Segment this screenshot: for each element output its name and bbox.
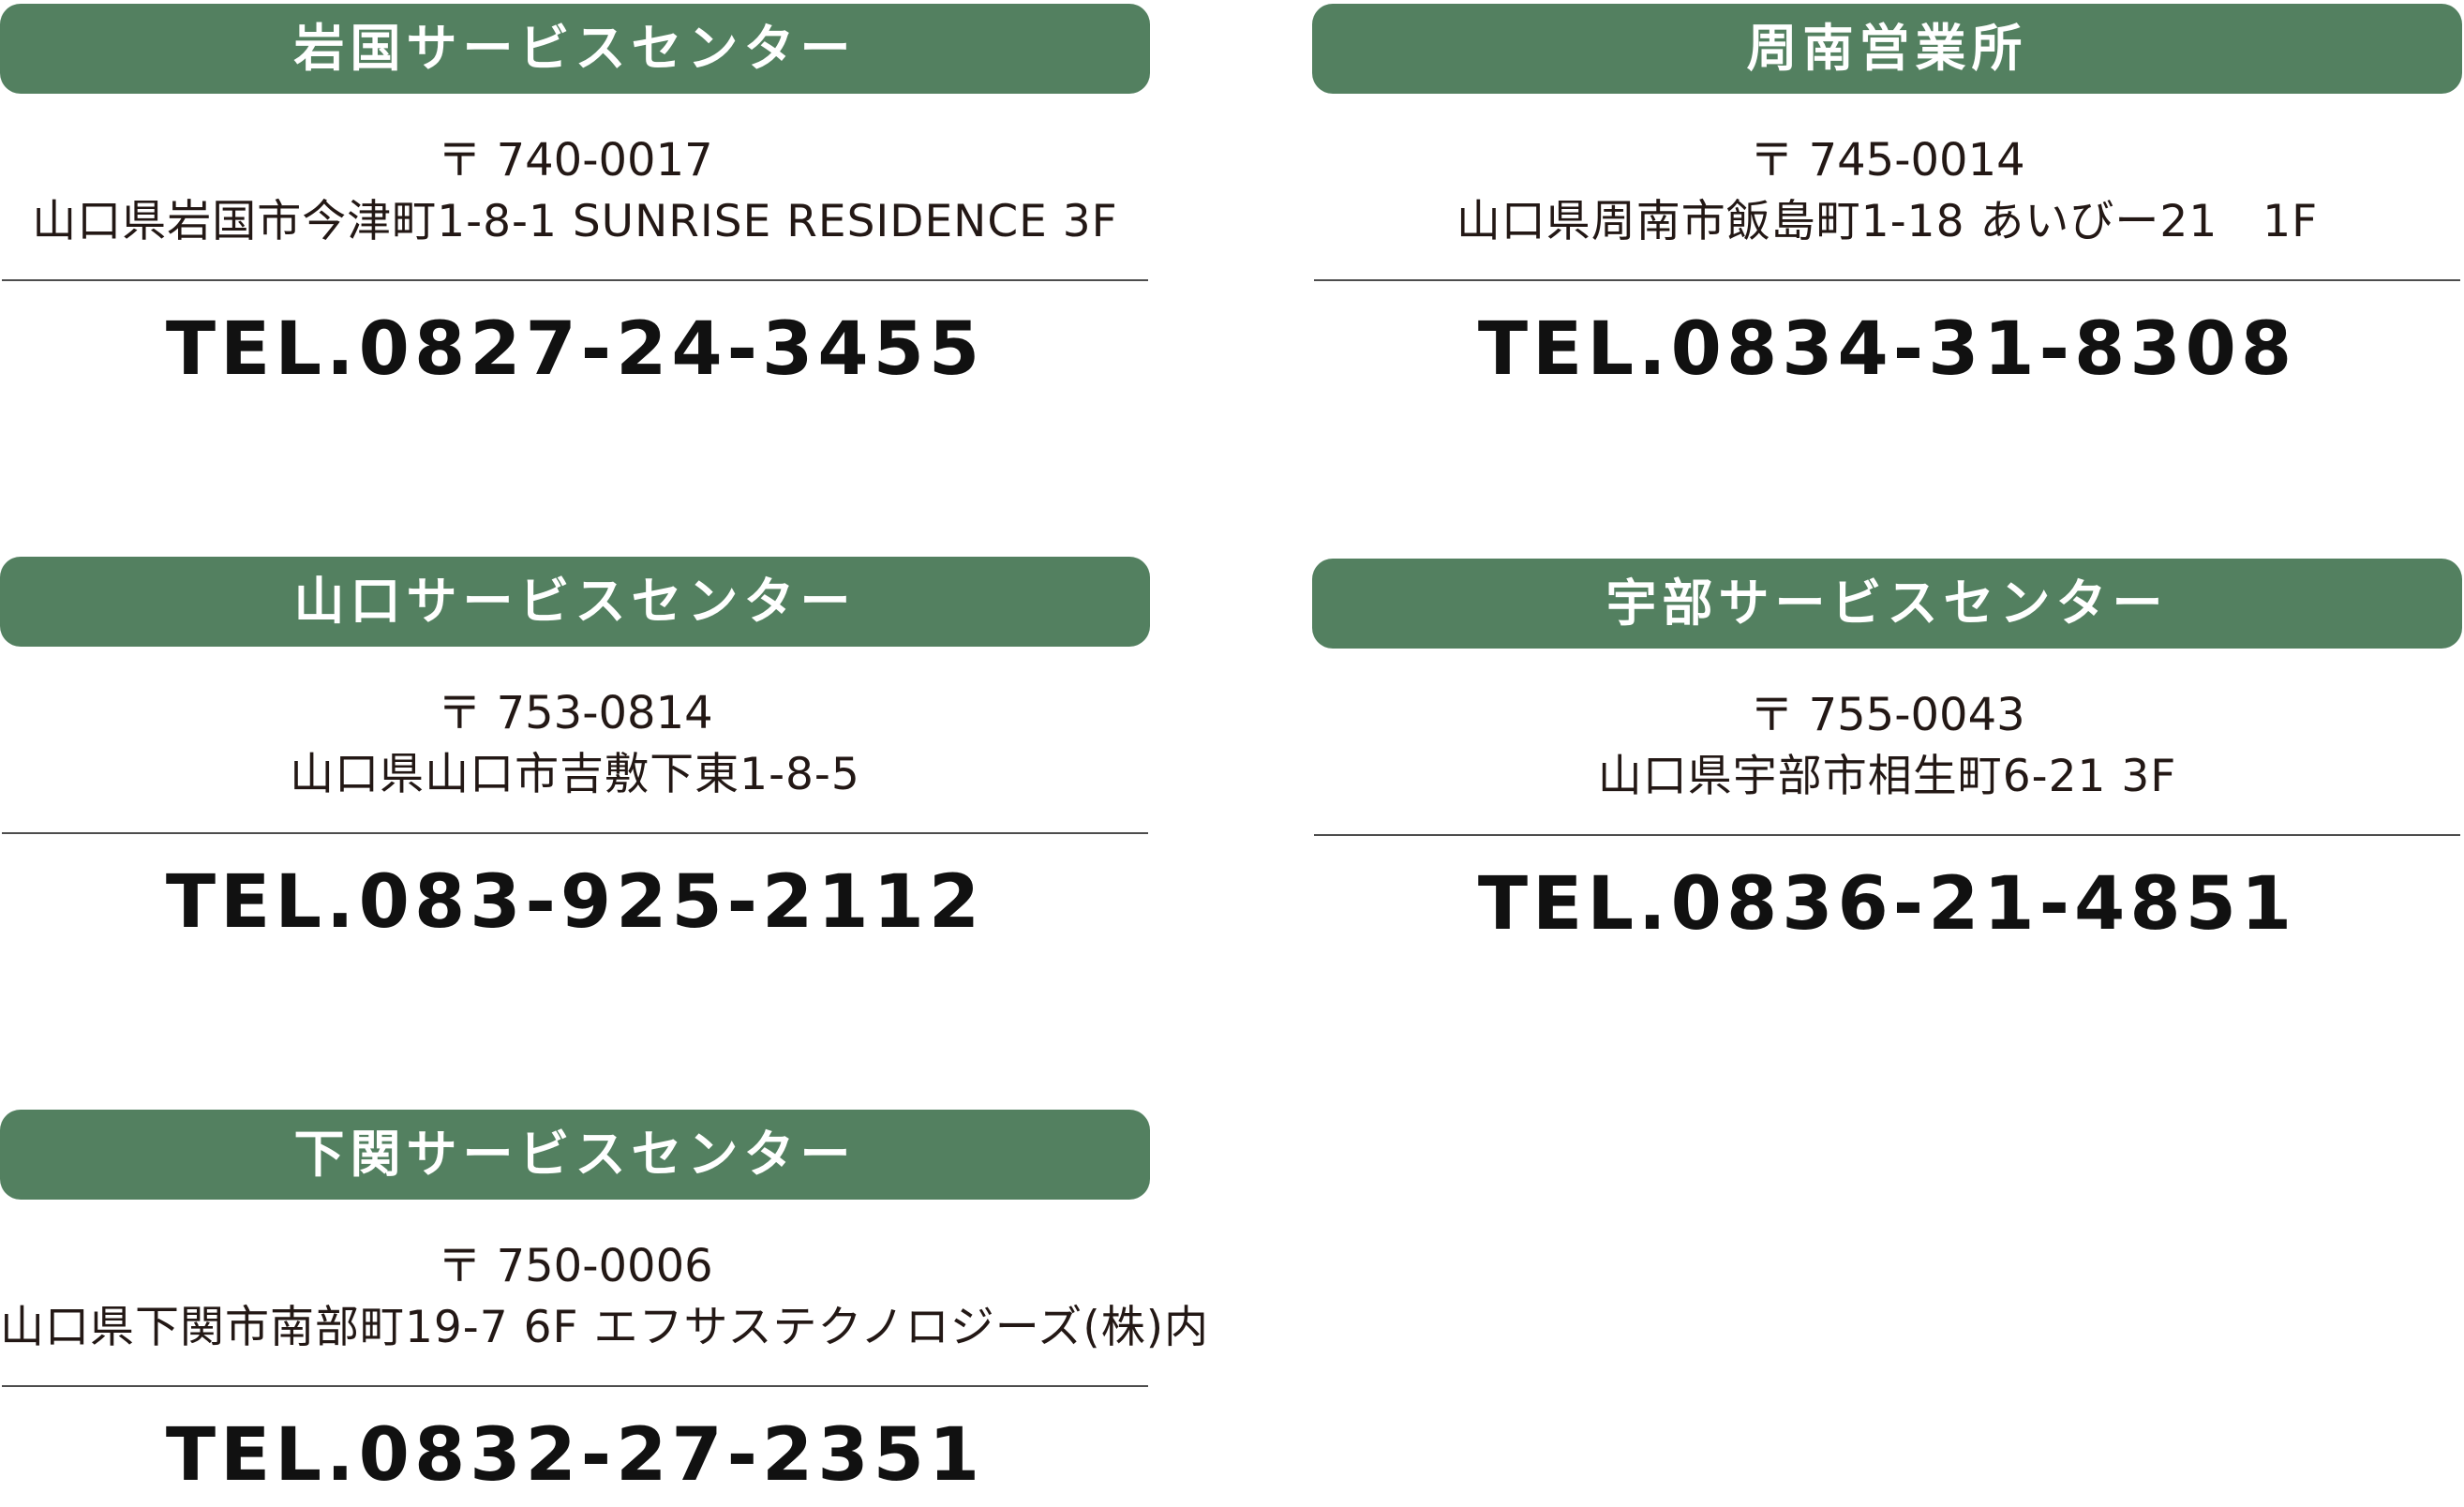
office-address: 山口県周南市飯島町1-18 あいびー21 1F <box>1456 196 2319 247</box>
phone-number[interactable]: TEL.083-925-2112 <box>165 860 985 945</box>
office-name-header: 岩国サービスセンター <box>0 4 1150 94</box>
office-name-header: 周南営業所 <box>1312 4 2462 94</box>
office-address: 山口県下関市南部町19-7 6F エフサステクノロジーズ(株)内 <box>0 1302 1210 1353</box>
phone-number[interactable]: TEL.0827-24-3455 <box>165 307 985 392</box>
divider <box>2 279 1148 281</box>
divider <box>1314 279 2460 281</box>
office-address: 山口県山口市吉敷下東1-8-5 <box>290 749 860 800</box>
phone-number[interactable]: TEL.0836-21-4851 <box>1477 862 2297 947</box>
postal-code: 〒 740-0017 <box>437 134 713 187</box>
office-yamaguchi: 山口サービスセンター 〒 753-0814 山口県山口市吉敷下東1-8-5 TE… <box>0 557 1150 954</box>
postal-code: 〒 745-0014 <box>1749 134 2025 187</box>
postal-code: 〒 755-0043 <box>1749 689 2025 741</box>
phone-number[interactable]: TEL.0834-31-8308 <box>1477 307 2297 392</box>
office-ube: 宇部サービスセンター 〒 755-0043 山口県宇部市相生町6-21 3F T… <box>1312 559 2462 956</box>
office-name-header: 下関サービスセンター <box>0 1110 1150 1200</box>
phone-number[interactable]: TEL.0832-27-2351 <box>165 1413 985 1498</box>
office-shimonoseki: 下関サービスセンター 〒 750-0006 山口県下関市南部町19-7 6F エ… <box>0 1110 1210 1507</box>
office-iwakuni: 岩国サービスセンター 〒 740-0017 山口県岩国市今津町1-8-1 SUN… <box>0 4 1150 401</box>
office-address: 山口県岩国市今津町1-8-1 SUNRISE RESIDENCE 3F <box>32 196 1118 247</box>
office-name-header: 山口サービスセンター <box>0 557 1150 647</box>
postal-code: 〒 750-0006 <box>437 1240 713 1292</box>
divider <box>1314 834 2460 836</box>
office-shunan: 周南営業所 〒 745-0014 山口県周南市飯島町1-18 あいびー21 1F… <box>1312 4 2462 401</box>
office-address: 山口県宇部市相生町6-21 3F <box>1597 751 2177 802</box>
divider <box>2 832 1148 834</box>
office-name-header: 宇部サービスセンター <box>1312 559 2462 649</box>
divider <box>2 1385 1148 1387</box>
postal-code: 〒 753-0814 <box>437 687 713 739</box>
